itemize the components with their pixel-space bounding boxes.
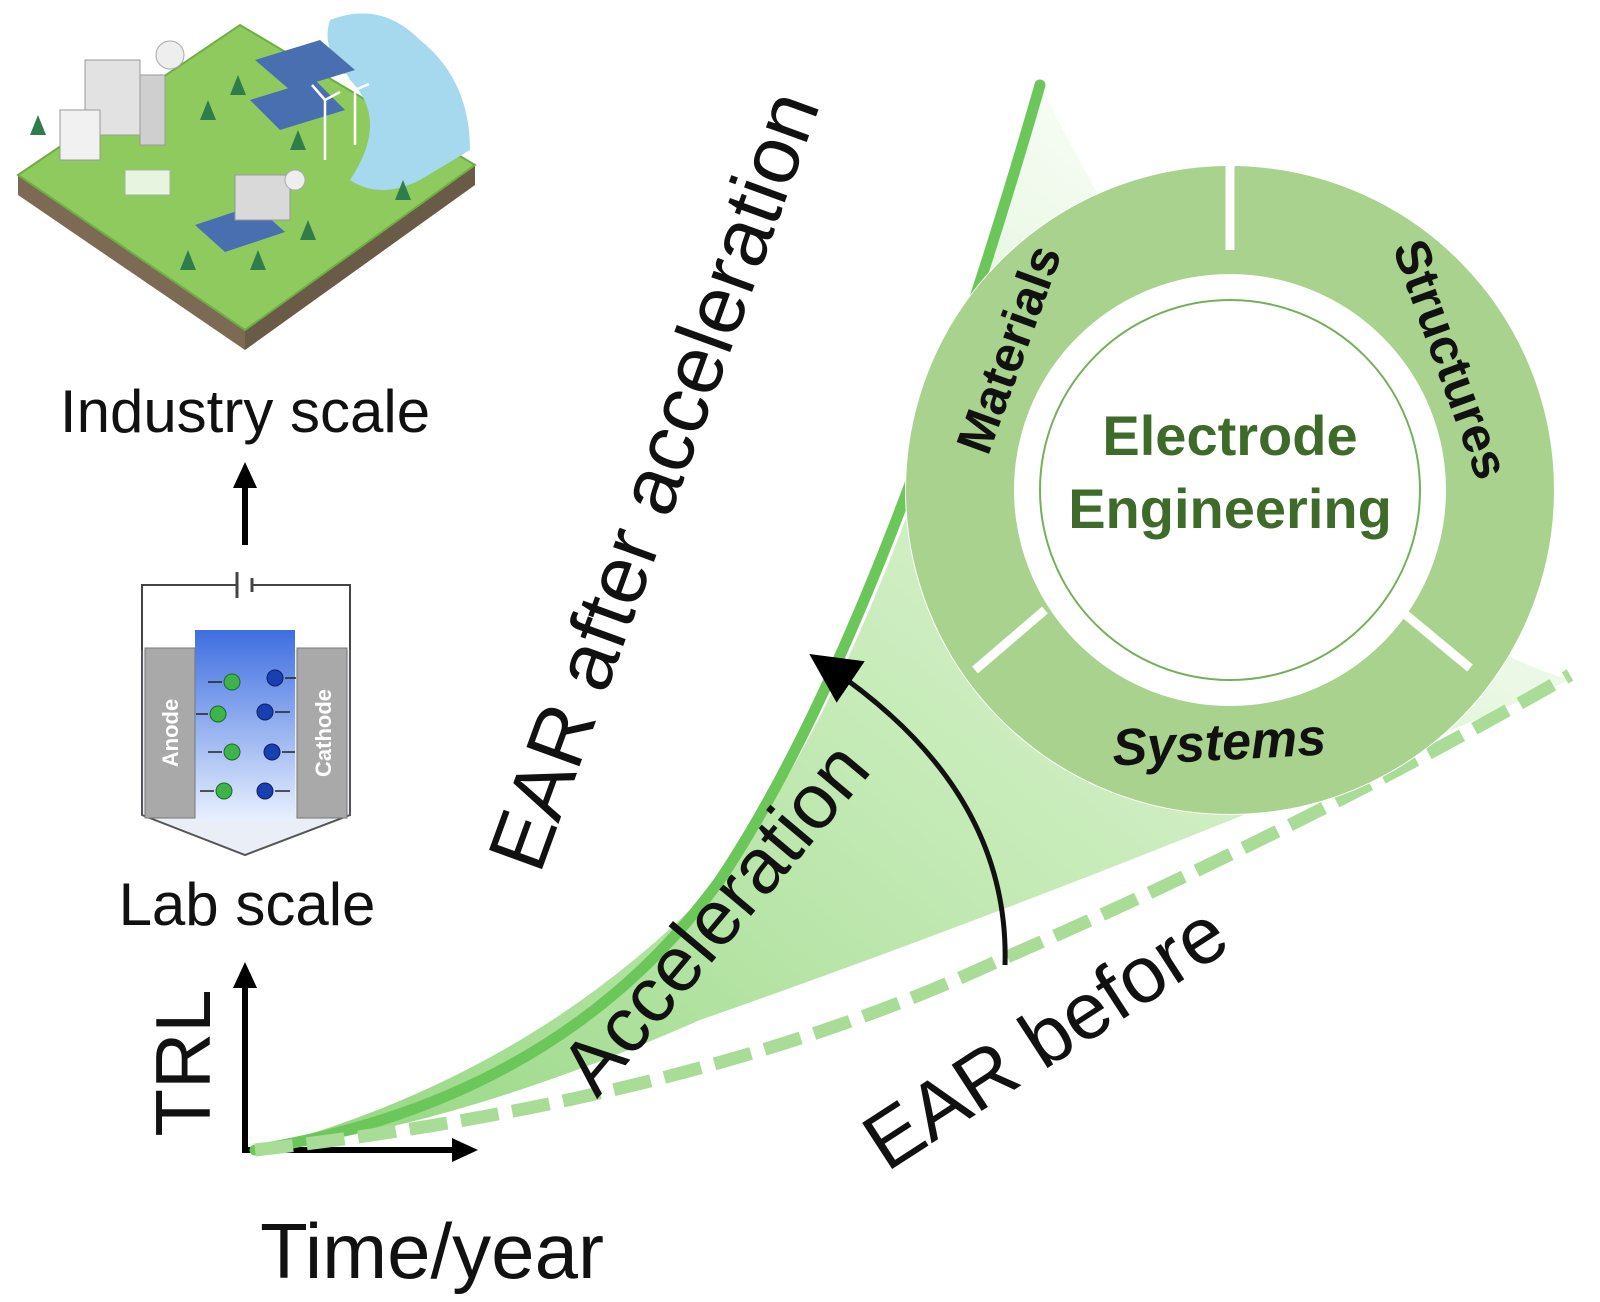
electrochemical-cell-illustration: Anode Cathode: [141, 572, 351, 857]
acceleration-arrow: [809, 653, 1008, 966]
scale-up-arrowhead: [233, 462, 257, 488]
trees-icon: [30, 75, 411, 270]
y-axis-arrowhead: [233, 962, 257, 988]
center-title-line2: Engineering: [1068, 477, 1392, 540]
y-axis-label: TRL: [139, 989, 227, 1136]
acceleration-area: [255, 85, 1570, 1150]
anode-label: Anode: [158, 699, 183, 767]
segment-systems-label: Systems: [1111, 708, 1328, 777]
x-axis-label: Time/year: [260, 1207, 604, 1295]
cation-icon: [256, 669, 284, 800]
wind-turbine-icon: [311, 73, 370, 160]
industry-scale-label: Industry scale: [60, 378, 430, 445]
factory-buildings-icon: [59, 40, 306, 221]
axes: [233, 962, 478, 1162]
greenhouse-icon: [124, 169, 171, 196]
ion-direction-arrows: [196, 677, 296, 792]
electrode-engineering-ring: [905, 160, 1555, 815]
x-axis-arrowhead: [452, 1138, 478, 1162]
center-title-line1: Electrode: [1102, 404, 1357, 467]
cathode-label: Cathode: [311, 689, 336, 777]
lab-scale-label: Lab scale: [119, 871, 376, 938]
ear-after-label: EAR after acceleration: [471, 80, 837, 882]
ear-before-curve: [254, 669, 1574, 1157]
industry-scene-illustration: [16, 13, 477, 350]
anion-icon: [209, 673, 241, 800]
solar-panels-icon: [195, 40, 355, 252]
